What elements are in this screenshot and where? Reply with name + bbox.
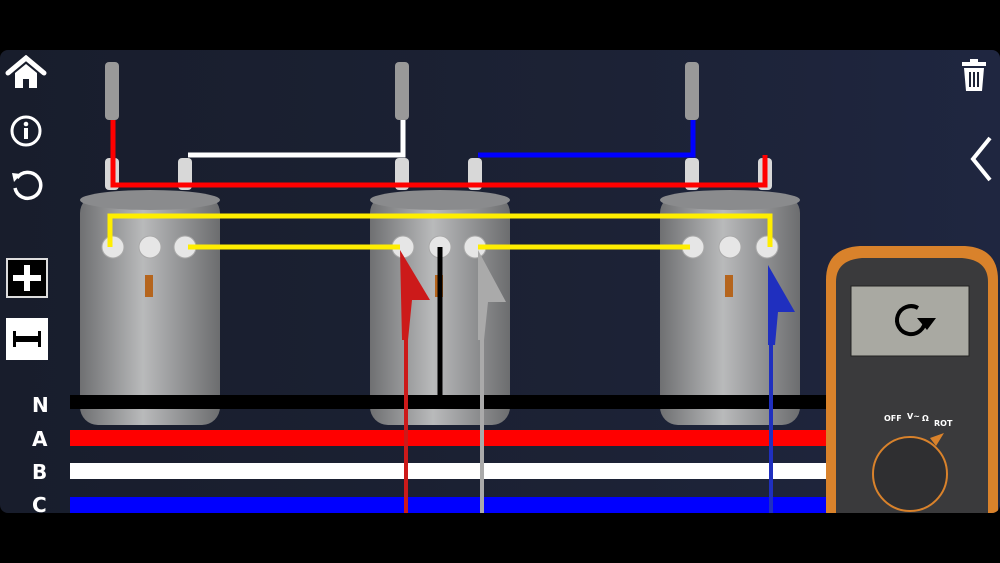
- probe-gray[interactable]: [478, 250, 506, 513]
- hv-bushings: [105, 158, 772, 190]
- dial-label-off: OFF: [884, 414, 902, 423]
- multimeter[interactable]: [826, 246, 998, 513]
- zoom-out-button[interactable]: [6, 318, 48, 360]
- rotary-dial[interactable]: [872, 436, 948, 512]
- dial-label-volts: V~: [907, 412, 920, 421]
- trash-icon: [962, 59, 986, 91]
- bus-n: [70, 395, 840, 409]
- fuse-cutouts: [105, 62, 699, 120]
- probe-blue[interactable]: [768, 265, 795, 513]
- simulation-canvas: OFF V~ Ω ROT N A B C: [0, 50, 1000, 513]
- transformer-1: [80, 190, 220, 425]
- phase-label-b: B: [32, 460, 48, 484]
- probe-red[interactable]: [400, 250, 430, 513]
- bus-a: [70, 430, 840, 446]
- wires: [107, 120, 773, 395]
- home-icon: [5, 55, 47, 88]
- bus-b: [70, 463, 840, 479]
- phase-label-n: N: [32, 393, 49, 417]
- bus-c: [70, 497, 840, 513]
- reset-icon: [12, 170, 43, 201]
- meter-display: [850, 285, 970, 357]
- dial-pointer: [930, 433, 944, 446]
- chevron-left-icon: [970, 136, 992, 182]
- phase-label-a: A: [32, 427, 48, 451]
- rotation-icon: [895, 304, 936, 337]
- zoom-in-button[interactable]: [6, 258, 48, 298]
- lv-bushings: [101, 235, 779, 259]
- minus-icon: [13, 331, 41, 347]
- phase-label-c: C: [32, 493, 47, 513]
- dial-label-rot: ROT: [934, 419, 953, 428]
- info-icon: [10, 115, 42, 147]
- dial-label-ohms: Ω: [922, 414, 929, 423]
- plus-icon: [13, 265, 41, 291]
- wiring-scene: [70, 62, 998, 513]
